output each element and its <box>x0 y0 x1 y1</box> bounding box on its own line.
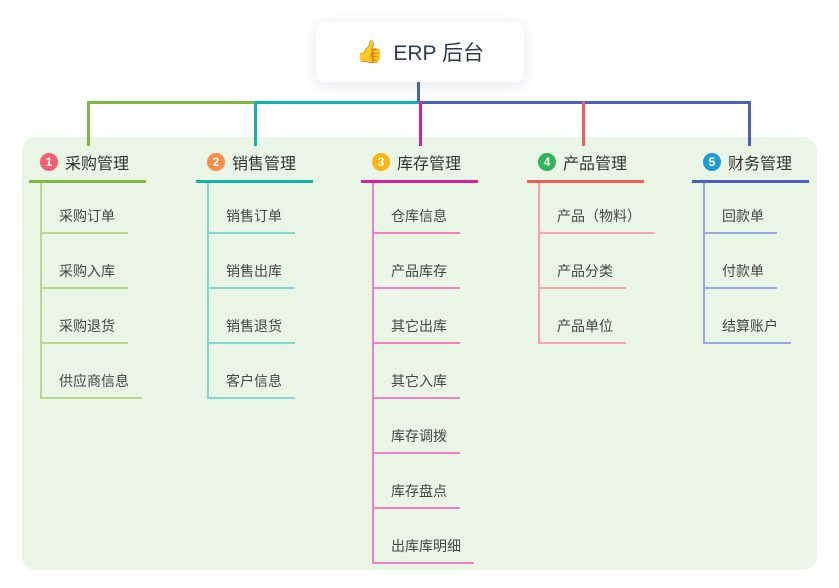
branch-column-1: 1 采购管理采购订单采购入库采购退货供应商信息 <box>29 146 147 399</box>
branch-children: 销售订单销售出库销售退货客户信息 <box>207 183 295 399</box>
child-node[interactable]: 出库库明细 <box>374 536 474 564</box>
child-node[interactable]: 销售出库 <box>209 261 295 289</box>
child-row: 产品单位 <box>540 289 654 344</box>
branches-panel <box>22 137 817 570</box>
child-node[interactable]: 客户信息 <box>209 371 295 399</box>
child-row: 客户信息 <box>209 344 295 399</box>
connector-spine-segment <box>87 101 254 104</box>
child-row: 其它出库 <box>374 289 474 344</box>
branch-label: 采购管理 <box>65 156 130 173</box>
branch-column-3: 3 库存管理仓库信息产品库存其它出库其它入库库存调拨库存盘点出库库明细 <box>361 146 479 564</box>
branch-children: 采购订单采购入库采购退货供应商信息 <box>40 183 142 399</box>
child-row: 采购退货 <box>42 289 142 344</box>
child-row: 供应商信息 <box>42 344 142 399</box>
branch-node[interactable]: 5 财务管理 <box>692 146 810 183</box>
child-node[interactable]: 付款单 <box>705 261 777 289</box>
branch-node[interactable]: 2 销售管理 <box>196 146 314 183</box>
branch-node[interactable]: 4 产品管理 <box>527 146 645 183</box>
child-row: 销售订单 <box>209 183 295 234</box>
child-row: 产品库存 <box>374 234 474 289</box>
child-node[interactable]: 产品分类 <box>540 261 626 289</box>
child-node[interactable]: 仓库信息 <box>374 206 460 234</box>
branch-label: 销售管理 <box>232 156 297 173</box>
child-node[interactable]: 结算账户 <box>705 316 791 344</box>
child-row: 产品（物料） <box>540 183 654 234</box>
child-node[interactable]: 产品单位 <box>540 316 626 344</box>
child-node[interactable]: 库存调拨 <box>374 426 460 454</box>
branch-label: 库存管理 <box>397 156 462 173</box>
child-row: 销售出库 <box>209 234 295 289</box>
child-row: 销售退货 <box>209 289 295 344</box>
child-node[interactable]: 采购订单 <box>42 206 128 234</box>
branch-number-badge: 1 <box>40 153 58 171</box>
connector-branch-drop <box>87 101 90 146</box>
branch-number-badge: 2 <box>207 153 225 171</box>
child-row: 其它入库 <box>374 344 474 399</box>
child-row: 采购订单 <box>42 183 142 234</box>
branch-column-2: 2 销售管理销售订单销售出库销售退货客户信息 <box>196 146 314 399</box>
child-node[interactable]: 回款单 <box>705 206 777 234</box>
branch-children: 回款单付款单结算账户 <box>703 183 791 344</box>
child-row: 仓库信息 <box>374 183 474 234</box>
connector-spine-segment <box>419 101 751 104</box>
connector-branch-drop <box>419 101 422 146</box>
child-node[interactable]: 采购入库 <box>42 261 128 289</box>
connector-root-drop <box>417 81 420 103</box>
connector-branch-drop <box>254 101 257 146</box>
branch-node[interactable]: 1 采购管理 <box>29 146 147 183</box>
root-title: ERP 后台 <box>393 42 485 65</box>
branch-children: 仓库信息产品库存其它出库其它入库库存调拨库存盘点出库库明细 <box>372 183 474 564</box>
branch-number-badge: 3 <box>372 153 390 171</box>
branch-label: 财务管理 <box>728 156 793 173</box>
child-row: 结算账户 <box>705 289 791 344</box>
child-row: 回款单 <box>705 183 791 234</box>
connector-branch-drop <box>748 101 751 146</box>
child-node[interactable]: 采购退货 <box>42 316 128 344</box>
connector-branch-drop <box>582 101 585 146</box>
branch-node[interactable]: 3 库存管理 <box>361 146 479 183</box>
child-row: 出库库明细 <box>374 509 474 564</box>
child-node[interactable]: 产品库存 <box>374 261 460 289</box>
connector-spine-segment <box>254 101 419 104</box>
branch-column-5: 5 财务管理回款单付款单结算账户 <box>692 146 810 344</box>
child-row: 库存盘点 <box>374 454 474 509</box>
root-node[interactable]: 👍 ERP 后台 <box>316 22 524 82</box>
branch-children: 产品（物料） 产品分类产品单位 <box>538 183 654 344</box>
branch-label: 产品管理 <box>563 156 628 173</box>
child-row: 付款单 <box>705 234 791 289</box>
branch-number-badge: 4 <box>538 153 556 171</box>
branch-number-badge: 5 <box>703 153 721 171</box>
child-node[interactable]: 产品（物料） <box>540 206 654 234</box>
child-node[interactable]: 库存盘点 <box>374 481 460 509</box>
child-node[interactable]: 销售订单 <box>209 206 295 234</box>
child-node[interactable]: 其它出库 <box>374 316 460 344</box>
child-node[interactable]: 供应商信息 <box>42 371 142 399</box>
child-row: 库存调拨 <box>374 399 474 454</box>
child-node[interactable]: 其它入库 <box>374 371 460 399</box>
branch-column-4: 4 产品管理产品（物料） 产品分类产品单位 <box>527 146 654 344</box>
child-row: 采购入库 <box>42 234 142 289</box>
child-row: 产品分类 <box>540 234 654 289</box>
child-node[interactable]: 销售退货 <box>209 316 295 344</box>
thumbs-up-icon: 👍 <box>355 39 384 64</box>
